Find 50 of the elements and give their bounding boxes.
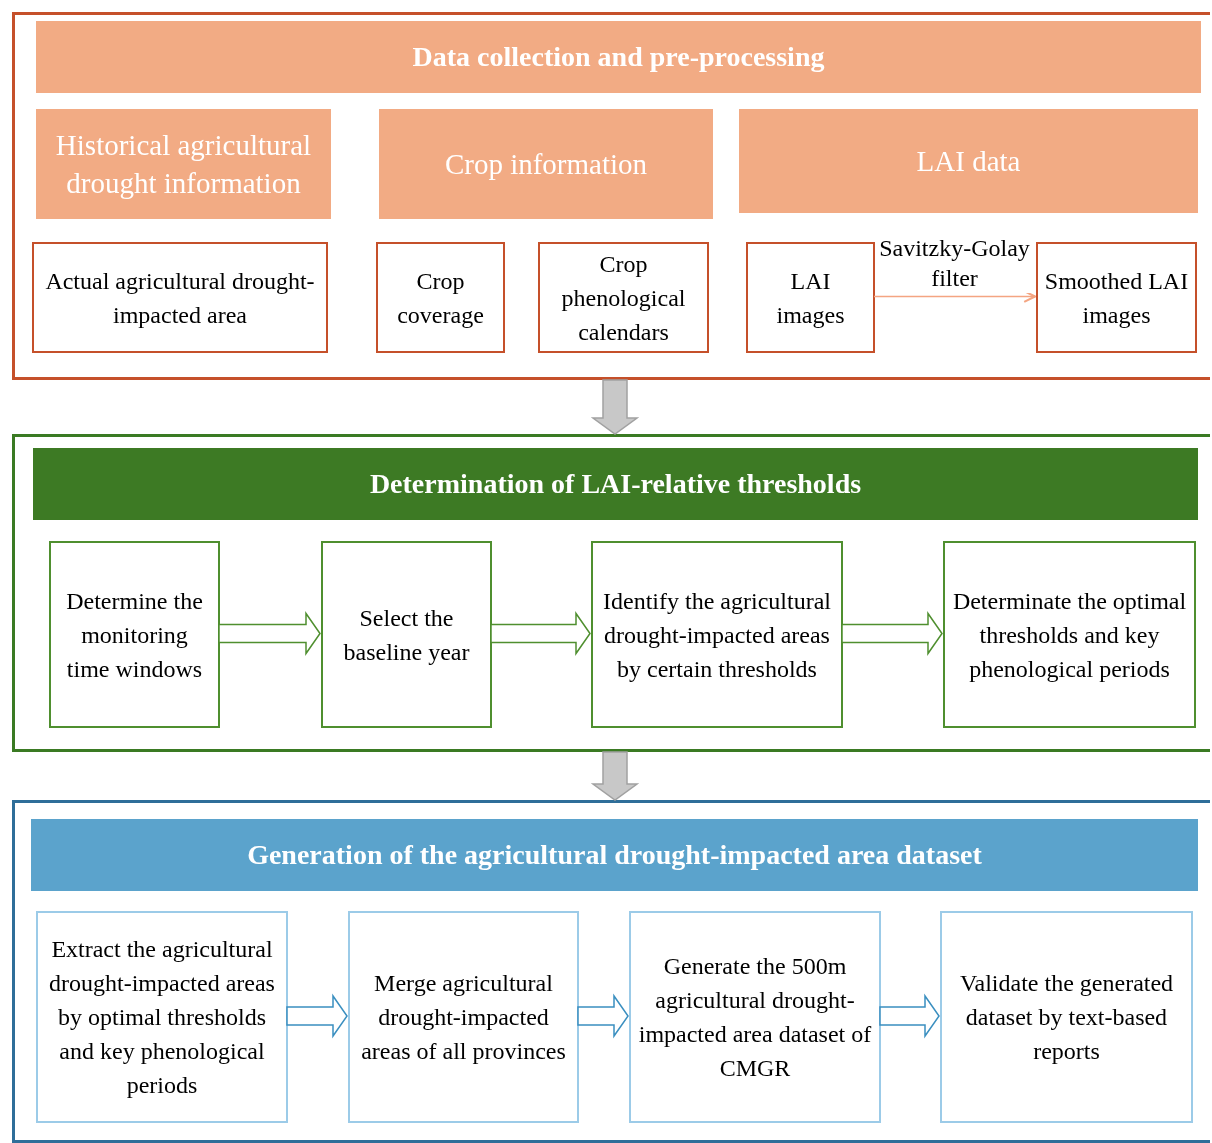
block-arrow [841,611,943,656]
section-header [31,819,1198,891]
block-arrow [577,993,629,1039]
box-text: Merge agricultural drought-impacted areas of all provinces [360,969,567,1066]
process-box [1036,242,1197,353]
process-box [629,911,881,1123]
box-text: Identify the agricultural drought-impacted areas by certain thresholds [602,586,832,684]
process-box [940,911,1193,1123]
box-text: Determinate the optimal thresholds and key phenological periods [951,586,1188,684]
block-arrow [490,611,591,656]
process-box [36,911,288,1123]
box-text: Extract the agricultural drought-impacted areas by optimal thresholds and key phenological periods [48,935,276,1100]
box-text: Crop coverage [396,266,485,330]
section-panel [12,434,1210,752]
block-arrow [879,993,940,1039]
header-text: Generation of the agricultural drought-impacted area dataset [247,838,982,872]
process-box [49,541,220,728]
process-box [32,242,328,353]
header-text: Crop information [444,147,648,182]
header-text: LAI data [916,144,1021,179]
process-box [538,242,709,353]
block-arrow [286,993,348,1039]
box-text: Validate the generated dataset by text-based reports [958,969,1175,1066]
box-text: Determine the monitoring time windows [65,586,204,684]
process-box [943,541,1196,728]
block-arrow [590,751,640,801]
box-text: Generate the 500m agricultural drought-impacted area dataset of CMGR [637,952,873,1083]
box-text: Select the baseline year [342,603,471,667]
process-box [746,242,875,353]
header-text: Data collection and pre-processing [412,40,825,74]
category-header [379,109,713,219]
section-panel [12,800,1210,1143]
process-box [321,541,492,728]
section-header [36,21,1201,93]
category-header [739,109,1198,213]
process-box [591,541,843,728]
block-arrow [218,611,321,656]
box-text: Actual agricultural drought-impacted area [44,266,316,330]
block-arrow [590,379,640,435]
header-text: Historical agricultural drought information [54,128,313,201]
box-text: Crop phenological calendars [560,249,687,347]
process-box [348,911,579,1123]
section-header [33,448,1198,520]
section-panel [12,12,1210,380]
category-header [36,109,331,219]
header-text: Determination of LAI-relative thresholds [369,467,862,501]
box-text: LAI images [775,266,846,330]
process-box [376,242,505,353]
box-text: Smoothed LAI images [1044,266,1189,330]
arrow [873,290,1036,303]
